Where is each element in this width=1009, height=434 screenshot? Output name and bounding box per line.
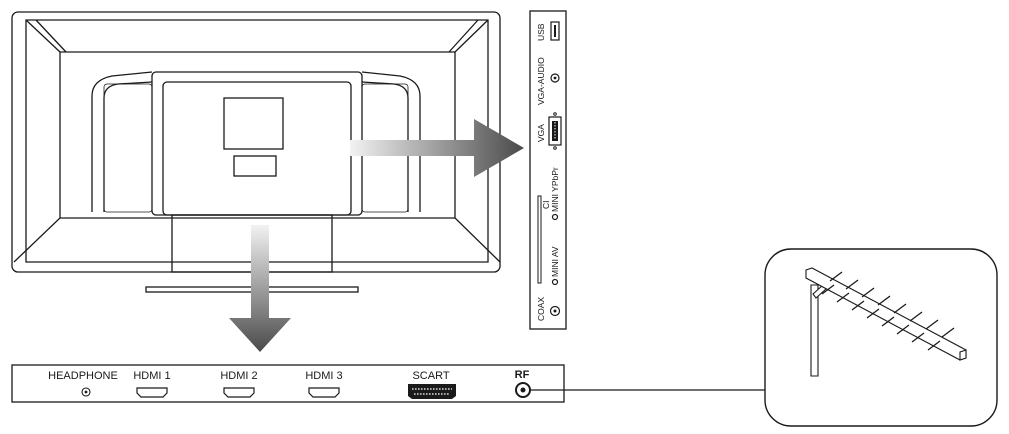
- antenna-box: [764, 248, 998, 427]
- hdmi1-port-icon: [136, 387, 168, 398]
- coax-jack-icon-dot: [553, 309, 557, 313]
- bottom-port-label-hdmi3: HDMI 3: [305, 370, 342, 382]
- side-port-label-mini-av: MINI AV: [550, 246, 560, 277]
- mini-av-jack-icon: [551, 278, 559, 286]
- vga-audio-jack-icon-dot: [553, 76, 557, 80]
- hdmi3-port-icon: [308, 387, 340, 398]
- scart-port-icon: [408, 384, 456, 399]
- hdmi2-port-icon: [223, 387, 255, 398]
- bottom-connector-panel: HEADPHONE HDMI 1 HDMI 2 HDMI 3 SCART RF: [11, 364, 565, 403]
- bottom-port-label-scart: SCART: [412, 370, 449, 382]
- antenna-icon: [805, 267, 967, 377]
- mini-ypbpr-jack-icon: [551, 213, 559, 221]
- vga-port-icon: [548, 112, 562, 150]
- bottom-port-label-hdmi2: HDMI 2: [220, 370, 257, 382]
- side-port-label-vga-audio: VGA-AUDIO: [536, 57, 546, 105]
- tv-back-plate: [13, 51, 501, 263]
- antenna-box-frame: [764, 248, 998, 427]
- side-port-label-usb: USB: [536, 23, 546, 41]
- side-port-label-mini-ypbpr: MINI YPbPr: [550, 167, 560, 212]
- tv-vesa-plate: [223, 97, 284, 150]
- vga-audio-jack-icon: [550, 73, 560, 83]
- side-port-label-coax: COAX: [536, 297, 546, 321]
- bottom-port-label-hdmi1: HDMI 1: [133, 370, 170, 382]
- tv-left-bump: [91, 71, 153, 212]
- bottom-port-label-rf: RF: [515, 369, 530, 381]
- side-connector-panel: USB VGA-AUDIO VGA CI MINI YPbPr MINI AV …: [529, 10, 567, 330]
- tv-bevel: [25, 19, 489, 53]
- tv-inner-rim: [25, 19, 489, 263]
- arrow-to-bottom-panel: [229, 225, 291, 352]
- tv-label-plate: [233, 155, 277, 177]
- coax-jack-icon: [549, 305, 561, 317]
- ci-slot-icon: [537, 195, 542, 284]
- usb-port-icon: [550, 21, 560, 41]
- tv-side-panel-left: [103, 83, 153, 213]
- bottom-port-label-headphone: HEADPHONE: [48, 370, 118, 382]
- bottom-panel-frame: [11, 364, 565, 403]
- side-panel-frame: [529, 10, 567, 330]
- side-port-label-vga: VGA: [536, 124, 546, 142]
- headphone-jack-icon: [81, 387, 91, 397]
- tv-center-panel-outer: [151, 71, 363, 216]
- arrow-to-side-panel: [350, 119, 524, 177]
- rf-port-icon: [515, 382, 531, 398]
- usb-port-icon-inner: [554, 25, 556, 37]
- side-port-label-ci: CI: [541, 201, 551, 210]
